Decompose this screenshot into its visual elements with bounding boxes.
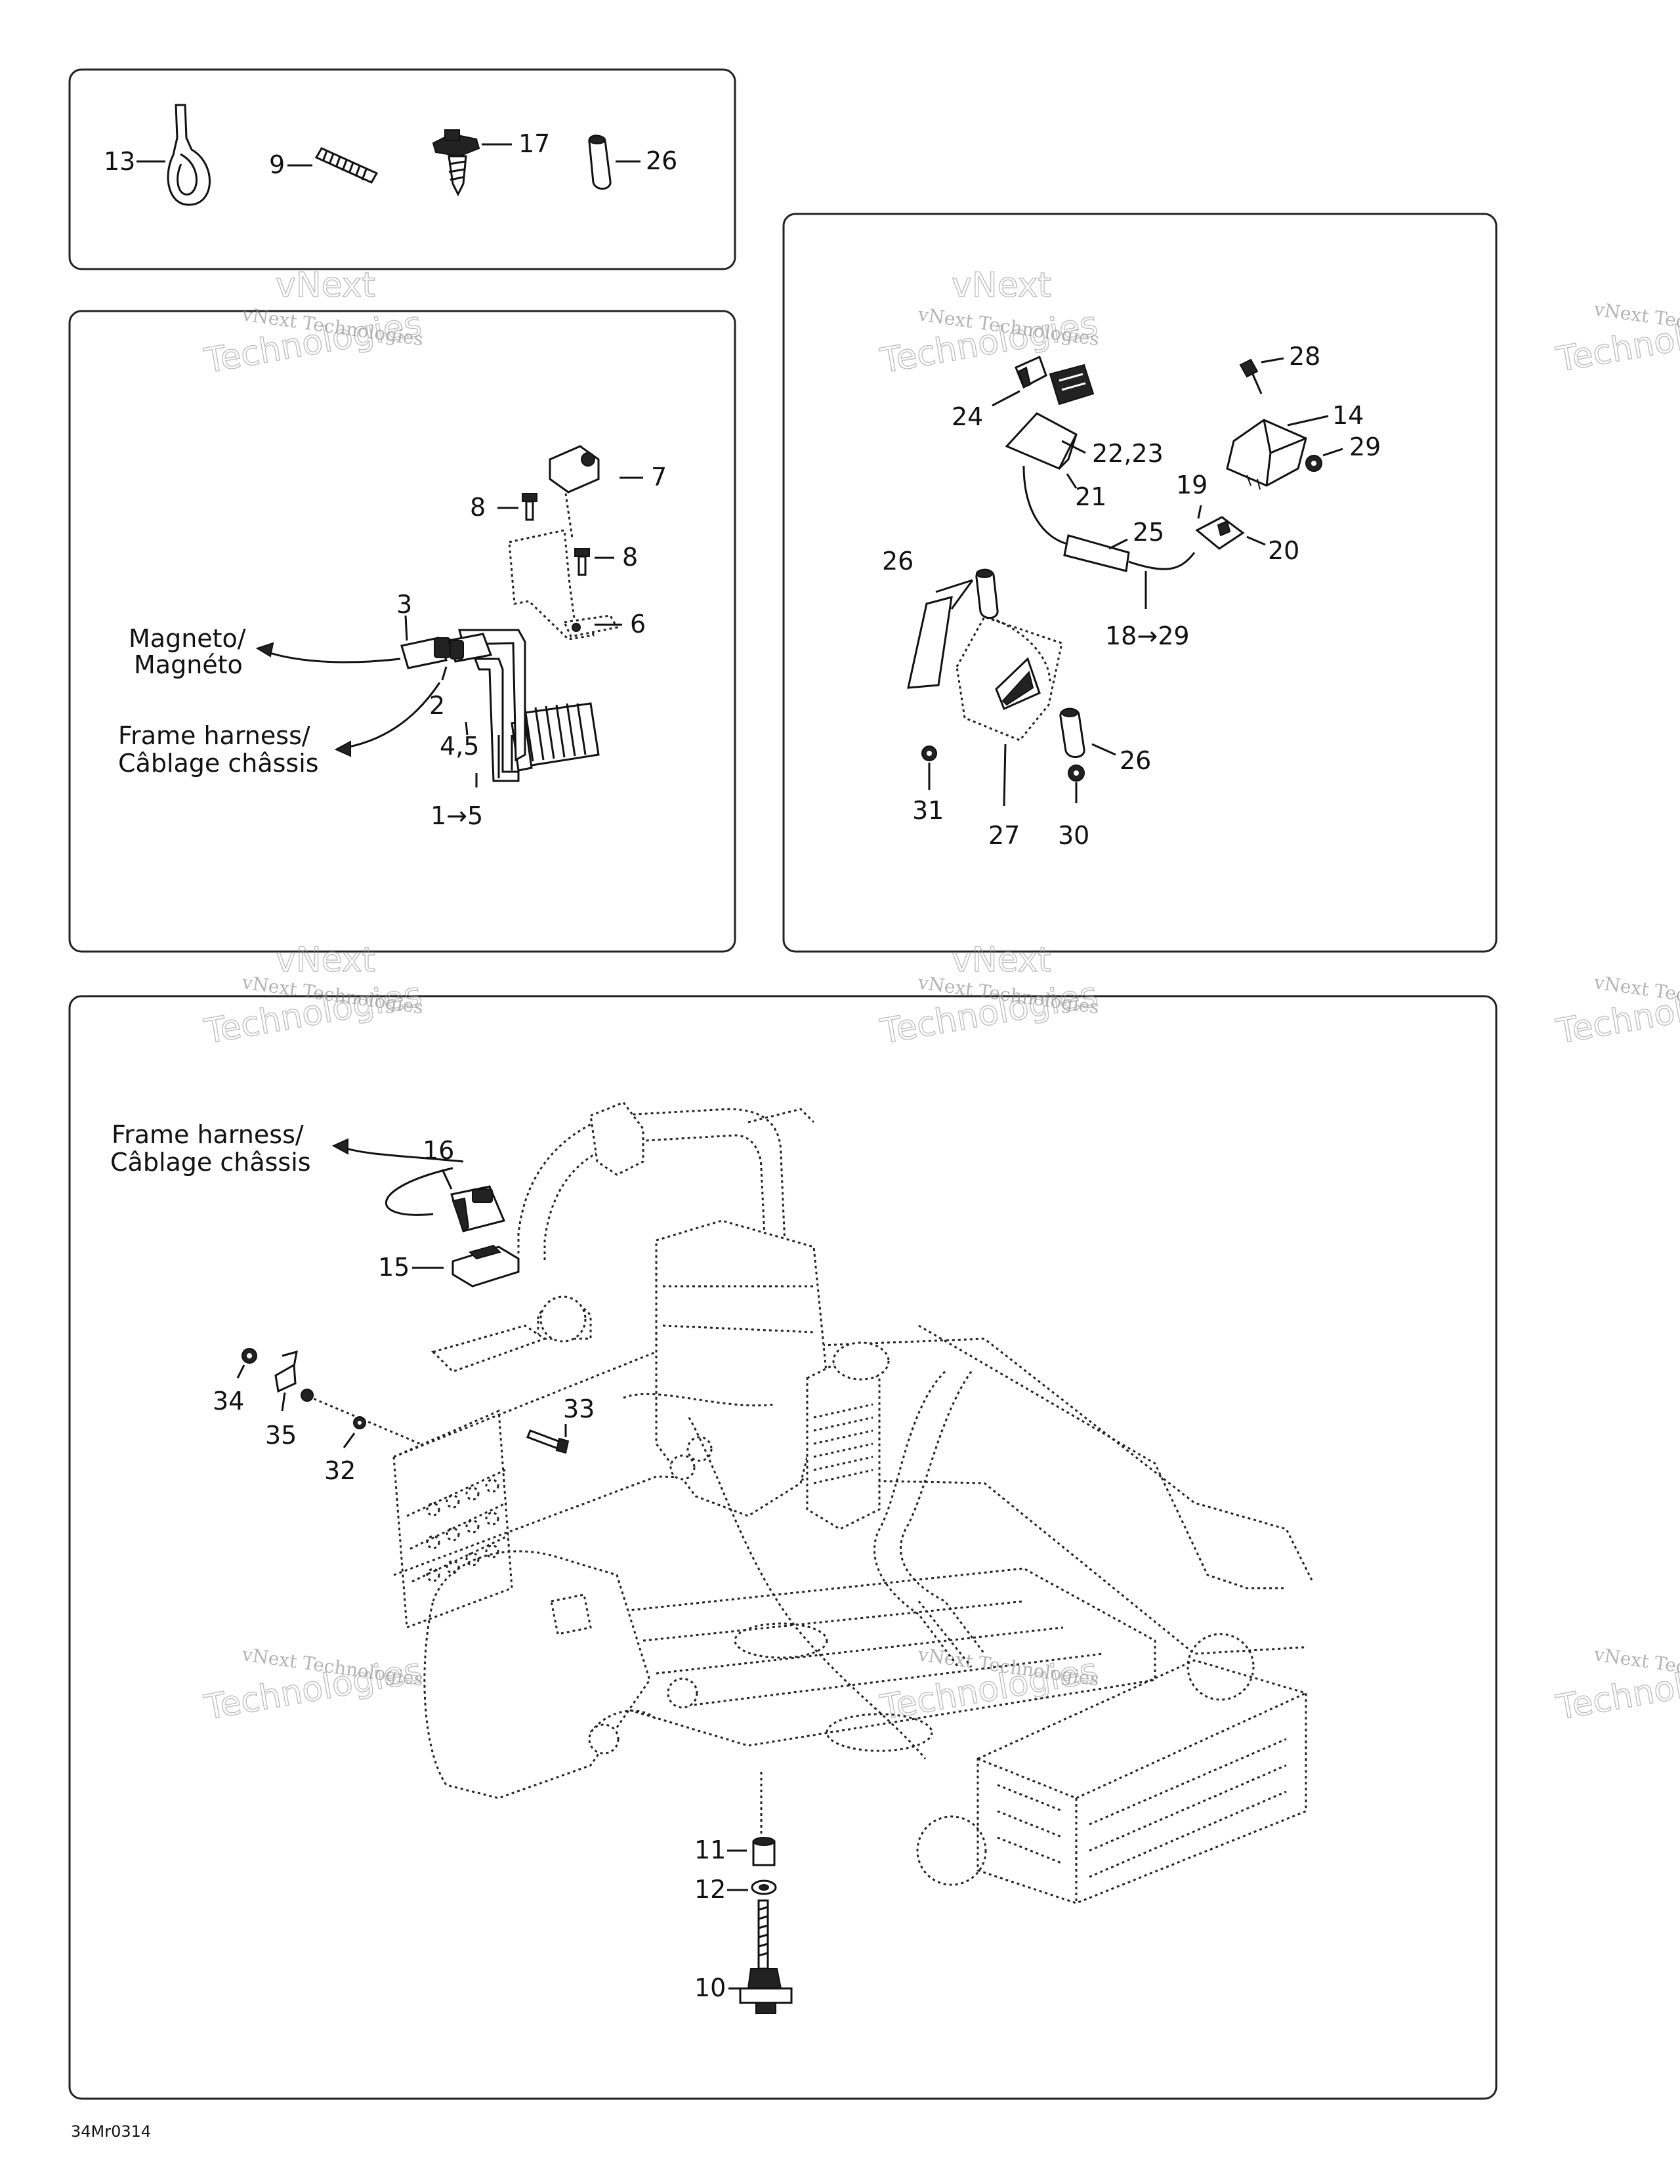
connector-part-2 <box>448 633 493 663</box>
part-label-26: 26 <box>1120 746 1151 775</box>
part-label-6: 6 <box>630 610 646 639</box>
panel-frame <box>68 995 1498 2100</box>
bolt-part-8a <box>522 493 537 521</box>
frame-harness-label-en: Frame harness/ <box>118 721 310 750</box>
frame-harness-label-fr: Câblage châssis <box>110 1148 311 1177</box>
arrow-magneto <box>263 650 401 663</box>
part-label-17: 17 <box>518 129 550 158</box>
part-label-18-29: 18→29 <box>1105 621 1190 650</box>
sleeve-part-26c <box>1059 707 1085 758</box>
relay-part-14 <box>1226 419 1307 490</box>
part-label-22-23: 22,23 <box>1092 439 1164 468</box>
watermark-text: vNext <box>276 940 375 980</box>
screw-part-30 <box>1068 765 1085 782</box>
watermark-text: vNext <box>276 266 375 305</box>
drawing-code: 34Mr0314 <box>71 2122 151 2141</box>
frame-harness-label-fr: Câblage châssis <box>118 749 319 778</box>
part-label-7: 7 <box>651 463 667 492</box>
clip-part-15 <box>452 1244 520 1288</box>
nut-part-31 <box>921 746 937 761</box>
part-label-3: 3 <box>396 590 412 619</box>
connector-part-16 <box>450 1185 506 1232</box>
part-label-1-5: 1→5 <box>430 801 483 830</box>
part-label-29: 29 <box>1349 432 1381 461</box>
watermark-1: vNext vNext Technologies Technologies <box>201 265 425 381</box>
bushing-part-11 <box>752 1837 776 1866</box>
connector-part-3 <box>400 637 451 669</box>
nut-part-34 <box>242 1348 257 1364</box>
washer-part-12 <box>751 1880 777 1895</box>
part-label-28: 28 <box>1289 342 1320 371</box>
part-label-10: 10 <box>694 1973 726 2002</box>
part-label-13: 13 <box>104 147 135 176</box>
panel-relay <box>782 213 1498 953</box>
part-label-15: 15 <box>378 1253 410 1282</box>
screw-part <box>432 129 480 197</box>
nut-part-32 <box>353 1416 366 1429</box>
part-label-4-5: 4,5 <box>440 732 479 761</box>
watermark-5: vNext Technologies Technologies <box>201 1643 425 1729</box>
watermark-6: vNext Technologies Technologies <box>877 1643 1101 1729</box>
part-label-14: 14 <box>1332 401 1364 430</box>
arrow-frame-harness-b <box>341 1146 464 1163</box>
part-label-8: 8 <box>470 493 486 522</box>
part-label-20: 20 <box>1268 536 1299 565</box>
watermark-2: vNext vNext Technologies Technologies <box>877 265 1101 381</box>
part-label-30: 30 <box>1058 821 1089 850</box>
sleeve-part-26b <box>975 568 999 619</box>
part-label-21: 21 <box>1075 482 1106 511</box>
watermark-text: vNext <box>952 940 1051 980</box>
arrow-frame-harness <box>342 682 441 749</box>
stud-part-10 <box>739 1899 793 2014</box>
sleeve-part <box>588 135 612 190</box>
part-label-33: 33 <box>563 1395 595 1423</box>
connector-part-22-23 <box>1049 364 1095 406</box>
connector-part-24 <box>1015 355 1047 389</box>
cable-tie-part <box>167 104 211 206</box>
chassis-frame <box>392 1101 1314 1904</box>
part-label-9: 9 <box>269 150 285 179</box>
part-label-16: 16 <box>423 1136 454 1165</box>
washer-part-35 <box>274 1350 314 1402</box>
part-label-31: 31 <box>912 796 944 825</box>
harness-part-18-29 <box>1022 465 1245 572</box>
watermark-text: vNext <box>952 266 1051 305</box>
panel-regulator <box>68 310 736 953</box>
relay-part-21 <box>1005 412 1078 470</box>
magneto-label-fr: Magnéto <box>134 650 243 679</box>
screw-part-28 <box>1239 358 1263 394</box>
part-label-26: 26 <box>646 146 677 175</box>
panel-hardware <box>68 68 736 270</box>
part-label-2: 2 <box>429 691 445 720</box>
bolt-part-8b <box>574 548 590 576</box>
part-label-26: 26 <box>882 547 914 576</box>
magneto-label-en: Magneto/ <box>129 624 246 653</box>
part-label-19: 19 <box>1176 471 1208 499</box>
bolt-part-33 <box>526 1429 570 1454</box>
bracket-part-27 <box>907 595 1063 742</box>
part-label-8: 8 <box>622 543 638 572</box>
part-label-25: 25 <box>1133 518 1164 547</box>
part-label-11: 11 <box>694 1836 726 1864</box>
bracket-part-6 <box>508 529 619 640</box>
part-label-32: 32 <box>324 1456 356 1485</box>
part-label-27: 27 <box>988 821 1020 850</box>
spring-part <box>314 147 379 184</box>
watermark-4: vNext vNext Technologies Technologies <box>877 940 1101 1052</box>
nut-part-29 <box>1305 455 1322 472</box>
watermark-edge: vNext Technologies Technologies vNext Te… <box>1553 298 1680 1729</box>
part-label-34: 34 <box>213 1387 244 1416</box>
frame-harness-label-en: Frame harness/ <box>112 1120 304 1149</box>
clip-part-7 <box>549 445 600 494</box>
part-label-24: 24 <box>952 402 983 431</box>
part-label-35: 35 <box>265 1421 297 1450</box>
part-label-12: 12 <box>694 1875 726 1904</box>
